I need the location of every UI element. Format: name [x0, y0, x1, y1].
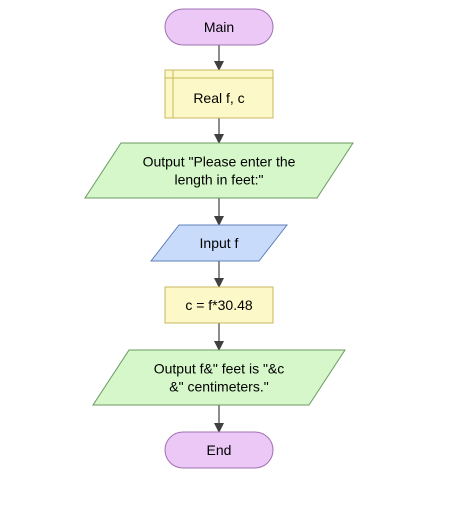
node-output-result-shape [92, 349, 346, 406]
node-input-f-shape [149, 224, 289, 262]
node-end-shape [164, 431, 274, 469]
node-end-label-0: End [207, 442, 232, 458]
node-declare: Real f, c [164, 69, 274, 119]
node-output-prompt-label-1: length in feet:" [174, 172, 263, 188]
node-output-result: Output f&" feet is "&c &" centimeters." [92, 349, 346, 406]
node-assign-c-shape [164, 286, 274, 324]
node-main-shape [164, 8, 274, 46]
node-output-prompt-label-0: Output "Please enter the [143, 154, 296, 170]
node-output-result-label-0: Output f&" feet is "&c [154, 361, 285, 377]
node-output-prompt: Output "Please enter the length in feet:" [84, 142, 354, 199]
node-output-result-label-1: &" centimeters." [169, 379, 268, 395]
node-output-prompt-shape [84, 142, 354, 199]
node-end: End [164, 431, 274, 469]
node-main: Main [164, 8, 274, 46]
node-declare-label-0: Real f, c [193, 90, 244, 106]
node-input-f-label-0: Input f [200, 235, 239, 251]
node-main-label-0: Main [204, 19, 234, 35]
node-assign-c-label-0: c = f*30.48 [185, 297, 253, 313]
node-input-f: Input f [149, 224, 289, 262]
node-assign-c: c = f*30.48 [164, 286, 274, 324]
